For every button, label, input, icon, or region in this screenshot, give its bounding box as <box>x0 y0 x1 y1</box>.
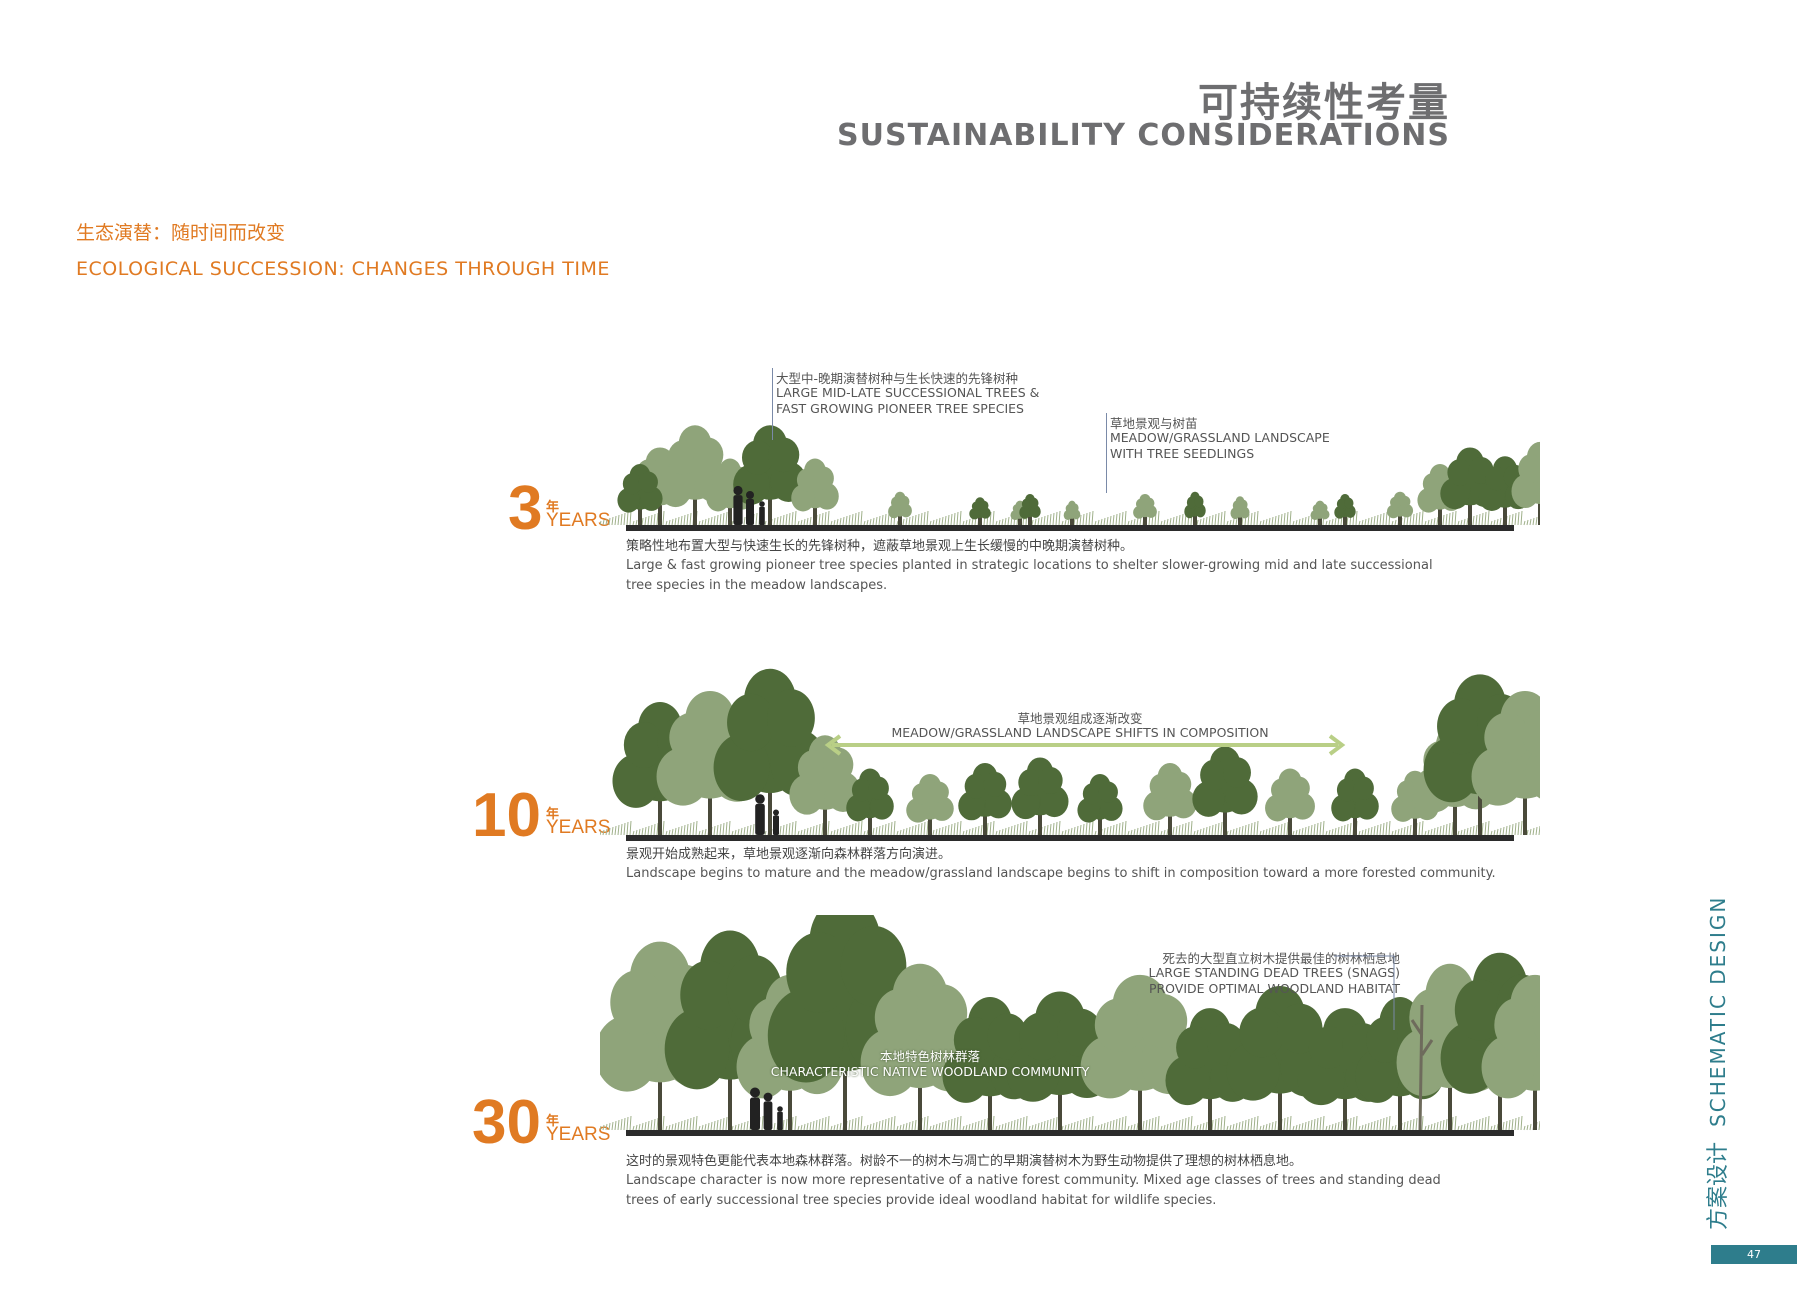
person-silhouette <box>750 1087 760 1130</box>
stage-3-years: YEARS <box>546 510 611 531</box>
tree <box>1334 493 1356 525</box>
stage-3-nian: 年 <box>546 500 560 515</box>
tree <box>1511 441 1540 525</box>
meadow-grass <box>600 820 1540 836</box>
sidebar-section-label: 方案设计 SCHEMATIC DESIGN <box>1700 896 1800 1230</box>
stage-10-number: 10 <box>472 781 541 850</box>
tree <box>1230 496 1250 525</box>
tree <box>600 941 726 1130</box>
section-title-zh: 生态演替：随时间而改变 <box>76 222 286 244</box>
composition-shift-arrow <box>824 734 1346 756</box>
stage-30-illustration <box>600 915 1540 1136</box>
annotation-pioneer-en2: FAST GROWING PIONEER TREE SPECIES <box>776 401 1024 416</box>
tree <box>1471 690 1540 835</box>
ground-line <box>626 835 1514 841</box>
annotation-shift-zh: 草地景观组成逐渐改变 <box>1017 711 1143 726</box>
tree <box>733 425 807 525</box>
annotation-snags-en1: LARGE STANDING DEAD TREES (SNAGS) <box>1148 965 1400 980</box>
sidebar-label-zh: 方案设计 <box>1706 1141 1731 1230</box>
section-title-en: ECOLOGICAL SUCCESSION: CHANGES THROUGH T… <box>76 258 610 280</box>
annotation-meadow-en1: MEADOW/GRASSLAND LANDSCAPE <box>1110 430 1330 445</box>
person-silhouette <box>733 485 743 525</box>
sidebar-label-en: SCHEMATIC DESIGN <box>1706 895 1730 1127</box>
tree <box>1192 746 1258 835</box>
tree <box>1063 500 1081 525</box>
person-silhouette <box>759 501 765 525</box>
annotation-pioneer-en1: LARGE MID-LATE SUCCESSIONAL TREES & <box>776 385 1040 400</box>
tree <box>1265 768 1315 835</box>
annotation-woodland-zh: 本地特色树林群落 <box>879 1049 980 1064</box>
tree <box>846 768 894 835</box>
annotation-snags-leader <box>1334 955 1395 1030</box>
tree <box>1133 493 1157 525</box>
page-title-en: SUSTAINABILITY CONSIDERATIONS <box>837 118 1450 153</box>
person-silhouette <box>746 491 754 525</box>
dead-snag-tree <box>1410 1004 1434 1131</box>
stage-3-caption-zh: 策略性地布置大型与快速生长的先锋树种，遮蔽草地景观上生长缓慢的中晚期演替树种。 <box>626 539 1134 554</box>
tree <box>969 497 991 525</box>
person-silhouette <box>777 1106 783 1130</box>
meadow-grass <box>600 510 1540 526</box>
tree <box>1080 974 1200 1130</box>
tree <box>906 774 954 835</box>
stage-30-number: 30 <box>472 1088 541 1157</box>
tree <box>1310 500 1330 525</box>
tree <box>1019 493 1041 525</box>
annotation-leader-line <box>772 368 773 440</box>
annotation-shift-en: MEADOW/GRASSLAND LANDSCAPE SHIFTS IN COM… <box>891 725 1269 740</box>
tree <box>617 464 663 525</box>
stage-3-caption-en: Large & fast growing pioneer tree specie… <box>626 558 1433 593</box>
person-silhouette <box>773 809 779 835</box>
stage-30-caption-zh: 这时的景观特色更能代表本地森林群落。树龄不一的树木与凋亡的早期演替树木为野生动物… <box>626 1154 1303 1169</box>
tree <box>791 458 839 525</box>
meadow-grass <box>600 1115 1540 1131</box>
ground-line <box>626 1130 1514 1136</box>
page-title-zh: 可持续性考量 <box>1198 80 1450 126</box>
stage-10-illustration <box>600 668 1540 841</box>
ground-line <box>626 525 1514 531</box>
tree <box>1143 762 1197 835</box>
tree <box>1184 491 1206 525</box>
annotation-snags-en2: PROVIDE OPTIMAL WOODLAND HABITAT <box>1148 981 1400 996</box>
annotation-meadow-zh: 草地景观与树苗 <box>1110 416 1198 431</box>
annotation-pioneer-zh: 大型中-晚期演替树种与生长快速的先锋树种 <box>776 371 1019 386</box>
stage-3-illustration <box>600 425 1540 531</box>
stage-3-number: 3 <box>508 474 543 543</box>
stage-10-years: YEARS <box>546 817 611 838</box>
page-number: 47 <box>1711 1245 1797 1264</box>
person-silhouette <box>763 1092 773 1130</box>
annotation-meadow-en2: WITH TREE SEEDLINGS <box>1110 446 1255 461</box>
tree <box>958 762 1012 835</box>
person-silhouette <box>755 794 765 835</box>
stage-30-caption-en: Landscape character is now more represen… <box>626 1173 1441 1208</box>
tree <box>1481 974 1540 1130</box>
stage-30-nian: 年 <box>546 1114 560 1129</box>
tree <box>1386 491 1414 525</box>
stage-10-nian: 年 <box>546 807 560 822</box>
tree <box>1331 768 1379 835</box>
tree <box>1011 757 1069 835</box>
stage-10-caption-en: Landscape begins to mature and the meado… <box>626 866 1496 881</box>
stage-10-caption-zh: 景观开始成熟起来，草地景观逐渐向森林群落方向演进。 <box>626 847 952 862</box>
annotation-snags-zh: 死去的大型直立树木提供最佳的树林栖息地 <box>1162 951 1400 966</box>
annotation-leader-line <box>1106 413 1107 493</box>
stage-30-years: YEARS <box>546 1124 611 1145</box>
tree <box>1077 774 1123 835</box>
tree <box>888 491 912 525</box>
annotation-woodland-en: CHARACTERISTIC NATIVE WOODLAND COMMUNITY <box>770 1064 1090 1079</box>
